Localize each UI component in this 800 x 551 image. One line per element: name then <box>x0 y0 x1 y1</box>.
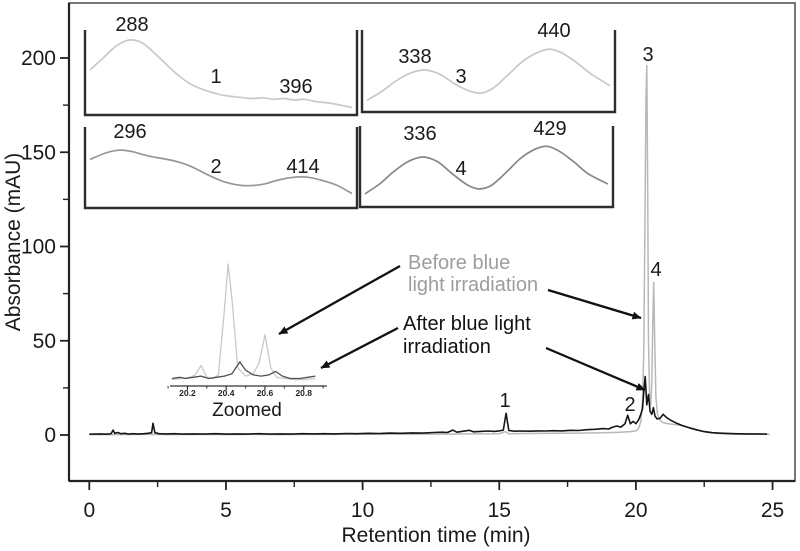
spectrum-curve-3 <box>366 48 611 101</box>
spectrum-2-label_left: 296 <box>113 121 146 143</box>
spectrum-curve-4 <box>364 145 609 195</box>
spectrum-panel-border-4 <box>358 126 615 209</box>
spectrum-3-peak: 3 <box>455 66 466 88</box>
chromatogram-traces <box>89 64 770 436</box>
x-axis-title: Retention time (min) <box>341 524 530 547</box>
peak-label-4: 4 <box>650 259 661 281</box>
spectrum-3-label_left: 338 <box>398 46 431 68</box>
spectrum-4-label_left: 336 <box>403 123 436 145</box>
spectra-panels: 288 1 396 296 2 414 338 3 440 336 4 429 <box>83 14 617 210</box>
x-tick-label: 10 <box>351 499 374 522</box>
x-tick-label: 15 <box>488 499 511 522</box>
legend-after-line2: irradiation <box>403 336 491 358</box>
spectrum-4-label_right: 429 <box>533 118 566 140</box>
y-tick-label: 100 <box>21 236 56 259</box>
annotation-arrow-3 <box>320 326 399 370</box>
inset-after-trace <box>171 361 316 380</box>
spectrum-panel-border-2 <box>83 127 359 210</box>
annotation-arrow-2 <box>547 288 642 320</box>
before-irradiation-trace <box>89 64 770 436</box>
peak-labels: 1 2 3 4 <box>499 44 661 416</box>
spectrum-curve-1 <box>89 39 353 109</box>
x-tick-label: 5 <box>220 499 232 522</box>
spectrum-1-label_left: 288 <box>115 14 148 36</box>
annotation-arrow-4 <box>545 346 646 392</box>
spectrum-2-label_right: 414 <box>286 156 319 178</box>
axis-ticks: 0 5 10 15 20 25 0 50 100 150 200 <box>21 47 784 522</box>
spectrum-panel-border-3 <box>360 30 617 114</box>
spectrum-panel-border-1 <box>83 30 359 117</box>
spectrum-4-peak: 4 <box>455 158 466 180</box>
spectrum-1-label_right: 396 <box>279 76 312 98</box>
spectrum-curve-2 <box>89 149 353 195</box>
inset-tick-label: 20.2 <box>179 388 196 398</box>
x-tick-label: 25 <box>761 499 784 522</box>
inset-tick-label: 20.4 <box>218 388 235 398</box>
spectrum-2-peak: 2 <box>210 156 221 178</box>
inset-tick-label: 20.6 <box>257 388 274 398</box>
inset-tick-label: 20.8 <box>295 388 312 398</box>
after-irradiation-trace <box>89 375 768 435</box>
peak-label-3: 3 <box>642 44 653 66</box>
legend-after-line1: After blue light <box>403 313 531 335</box>
x-tick-label: 0 <box>83 499 95 522</box>
peak-label-1: 1 <box>499 390 510 412</box>
annotation-arrow-1 <box>278 264 401 336</box>
annotation-arrows <box>278 264 646 392</box>
y-tick-label: 200 <box>21 47 56 70</box>
inset-title: Zoomed <box>212 400 282 421</box>
inset-before-trace <box>171 263 316 381</box>
y-axis-title: Absorbance (mAU) <box>2 153 25 332</box>
y-tick-label: 0 <box>44 424 56 447</box>
zoomed-inset: 20.2 20.4 20.6 20.8 <box>167 263 327 398</box>
peak-label-2: 2 <box>624 394 635 416</box>
x-tick-label: 20 <box>624 499 647 522</box>
legend-before-line1: Before blue <box>408 252 510 274</box>
spectrum-3-label_right: 440 <box>537 20 570 42</box>
legend-before-line2: light irradiation <box>408 274 538 296</box>
spectrum-1-peak: 1 <box>210 66 221 88</box>
y-tick-label: 150 <box>21 141 56 164</box>
y-tick-label: 50 <box>33 330 56 353</box>
